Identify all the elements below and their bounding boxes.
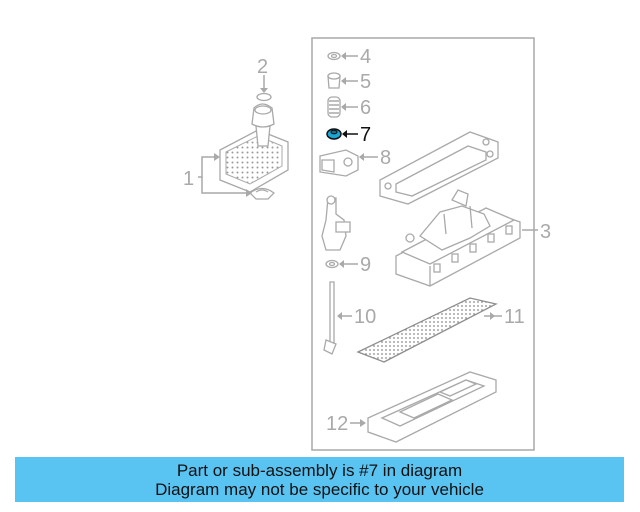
part-12-tray <box>367 371 497 443</box>
shifter-housing <box>395 189 521 287</box>
shift-boot-assembly <box>219 103 289 193</box>
callout-7: 7 <box>360 124 371 146</box>
callout-1: 1 <box>183 168 194 190</box>
callout-5: 5 <box>360 71 371 93</box>
callout-10: 10 <box>354 306 376 328</box>
part-5-bushing <box>327 72 341 89</box>
callout-8: 8 <box>380 147 391 169</box>
info-banner: Part or sub-assembly is #7 in diagram Di… <box>15 457 624 502</box>
part-1-clip <box>249 187 275 200</box>
callout-11: 11 <box>504 306 525 328</box>
banner-line-2: Diagram may not be specific to your vehi… <box>155 479 484 499</box>
part-2-ring <box>256 92 272 102</box>
callout-9: 9 <box>360 254 371 276</box>
part-10-rod <box>323 281 337 355</box>
part-7-nut <box>326 128 342 140</box>
assembly-frame <box>311 37 535 451</box>
part-6-spring <box>327 96 341 118</box>
callout-4: 4 <box>360 46 371 68</box>
callout-12: 12 <box>326 413 348 435</box>
callout-2: 2 <box>257 56 268 78</box>
banner-line-1: Part or sub-assembly is #7 in diagram <box>176 460 463 480</box>
callout-3: 3 <box>540 221 551 243</box>
shift-lever-component <box>321 195 351 251</box>
part-11-pad <box>356 297 498 363</box>
parts-diagram: 1 2 3 4 5 6 7 8 9 10 11 12 <box>183 37 551 451</box>
part-8-bracket <box>319 149 359 177</box>
callout-6: 6 <box>360 97 371 119</box>
top-gasket <box>379 131 499 205</box>
